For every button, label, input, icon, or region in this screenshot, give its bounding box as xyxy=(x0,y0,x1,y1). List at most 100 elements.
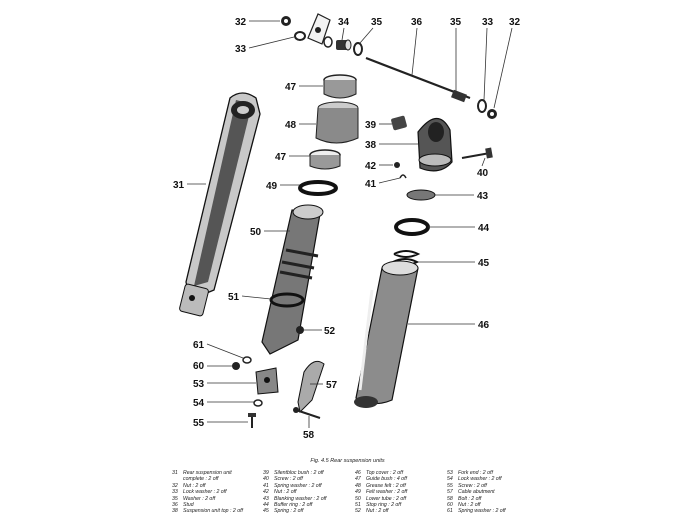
legend-text: Nut : 2 off xyxy=(183,482,206,489)
callout-55: 55 xyxy=(193,418,205,429)
callout-44: 44 xyxy=(478,223,490,234)
callout-34: 34 xyxy=(338,17,350,28)
legend-number: 50 xyxy=(355,495,361,502)
legend-row: 51 Stop ring : 2 off xyxy=(355,502,407,508)
stop-ring-51 xyxy=(269,292,305,308)
callout-32-left: 32 xyxy=(235,17,247,28)
legend-number: 42 xyxy=(263,489,269,496)
callout-50: 50 xyxy=(250,227,262,238)
callout-39: 39 xyxy=(365,120,377,131)
nut-32-left xyxy=(281,16,291,26)
cable-abutment-57 xyxy=(297,360,325,414)
legend-number: 58 xyxy=(447,495,453,502)
suspension-unit-top-38 xyxy=(417,117,453,172)
nut-60 xyxy=(232,362,240,370)
callouts: 32 33 34 35 36 35 33 32 47 48 39 38 47 4… xyxy=(173,17,521,441)
suspension-unit-complete-31 xyxy=(179,92,261,317)
washer-35-mid xyxy=(353,42,363,56)
legend-text: Bolt : 2 off xyxy=(458,495,482,502)
legend-text: Stop ring : 2 off xyxy=(366,502,402,509)
legend-text: Grease felt : 2 off xyxy=(366,482,406,489)
legend-number: 52 xyxy=(355,508,361,515)
callout-52: 52 xyxy=(324,326,336,337)
legend-number: 36 xyxy=(172,502,178,509)
callout-35-right: 35 xyxy=(450,17,462,28)
legend-text: Cable abutment xyxy=(458,489,495,496)
stud-36 xyxy=(365,56,471,103)
guide-bush-47-top xyxy=(323,74,357,99)
legend-number: 40 xyxy=(263,476,269,483)
screw-55 xyxy=(248,413,256,428)
legend-number: 39 xyxy=(263,470,269,476)
lock-washer-33-left xyxy=(294,31,306,41)
callout-60: 60 xyxy=(193,361,205,372)
legend-number: 49 xyxy=(355,489,361,496)
legend-number: 35 xyxy=(172,495,178,502)
legend-text: Nut : 2 off xyxy=(366,508,389,515)
legend-number: 47 xyxy=(355,476,361,483)
buffer-ring-44 xyxy=(394,218,430,236)
blanking-washer-43 xyxy=(406,189,436,201)
legend-number: 38 xyxy=(172,508,178,515)
legend-text: Spring washer : 2 off xyxy=(458,508,506,515)
legend-row: complete : 2 off xyxy=(172,476,243,482)
legend-row: 40 Screw : 2 off xyxy=(263,476,326,482)
callout-51: 51 xyxy=(228,292,240,303)
callout-33-left: 33 xyxy=(235,44,247,55)
legend-row: 57 Cable abutment xyxy=(447,489,506,495)
legend-text: Fork end : 2 off xyxy=(458,470,493,476)
legend-text: Screw : 2 off xyxy=(274,476,303,483)
legend-text: Guide bush : 4 off xyxy=(366,476,407,483)
callout-58: 58 xyxy=(303,430,315,441)
bolt-58 xyxy=(293,407,321,419)
legend-number: 31 xyxy=(172,470,178,476)
legend-number: 51 xyxy=(355,502,361,509)
callout-48: 48 xyxy=(285,120,297,131)
callout-31: 31 xyxy=(173,180,185,191)
legend-number: 57 xyxy=(447,489,453,496)
callout-45: 45 xyxy=(478,258,490,269)
legend-row: 49 Felt washer : 2 off xyxy=(355,489,407,495)
legend-number: 44 xyxy=(263,502,269,509)
legend-text: complete : 2 off xyxy=(183,476,219,483)
callout-38: 38 xyxy=(365,140,377,151)
felt-washer-49 xyxy=(298,180,338,196)
nut-42 xyxy=(394,162,400,168)
callout-33-right: 33 xyxy=(482,17,494,28)
legend-text: Lock washer : 2 off xyxy=(458,476,502,483)
callout-40: 40 xyxy=(477,168,489,179)
legend-text: Nut : 2 off xyxy=(458,502,481,509)
legend-text: Suspension unit top : 2 off xyxy=(183,508,243,515)
legend-text: Spring washer : 2 off xyxy=(274,482,322,489)
callout-43: 43 xyxy=(477,191,489,202)
silentbloc-bush-39 xyxy=(391,115,407,131)
legend-row: 47 Guide bush : 4 off xyxy=(355,476,407,482)
grease-felt-48 xyxy=(315,101,359,144)
legend-number: 48 xyxy=(355,482,361,489)
legend-text: Stud xyxy=(183,502,194,509)
nut-52 xyxy=(296,326,304,334)
legend-number: 33 xyxy=(172,489,178,496)
bush-34 xyxy=(336,39,352,51)
legend-text: Top cover : 2 off xyxy=(366,470,404,476)
legend-number: 45 xyxy=(263,508,269,515)
callout-57: 57 xyxy=(326,380,338,391)
lock-washer-33-right xyxy=(477,99,487,113)
legend-row: 48 Grease felt : 2 off xyxy=(355,483,407,489)
legend-text: Felt washer : 2 off xyxy=(366,489,408,496)
spring-washer-41 xyxy=(399,174,407,179)
guide-bush-47-lower xyxy=(309,149,341,170)
